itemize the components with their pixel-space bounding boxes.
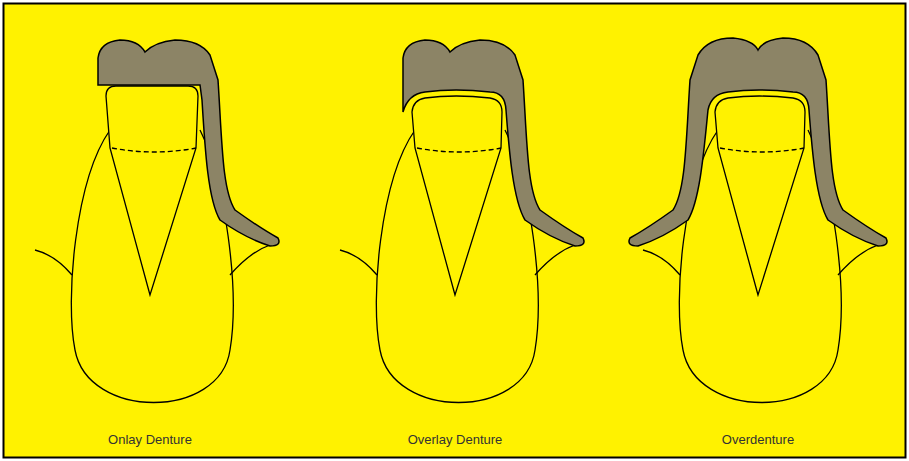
- tooth: [412, 96, 502, 295]
- denture: [98, 40, 279, 246]
- frame: [4, 4, 906, 458]
- onlay-figure: [35, 40, 279, 403]
- overdenture-figure: [629, 38, 887, 403]
- tooth: [106, 86, 198, 295]
- gingival-margin: [112, 148, 196, 152]
- gingival-margin: [417, 148, 501, 152]
- figure-caption: Overlay Denture: [408, 432, 503, 447]
- tooth: [715, 96, 805, 295]
- figure-caption: Onlay Denture: [108, 432, 192, 447]
- figure-caption: Overdenture: [722, 432, 794, 447]
- gingival-margin: [720, 148, 804, 152]
- overlay-figure: [340, 40, 584, 403]
- denture: [403, 40, 584, 246]
- denture: [629, 38, 887, 246]
